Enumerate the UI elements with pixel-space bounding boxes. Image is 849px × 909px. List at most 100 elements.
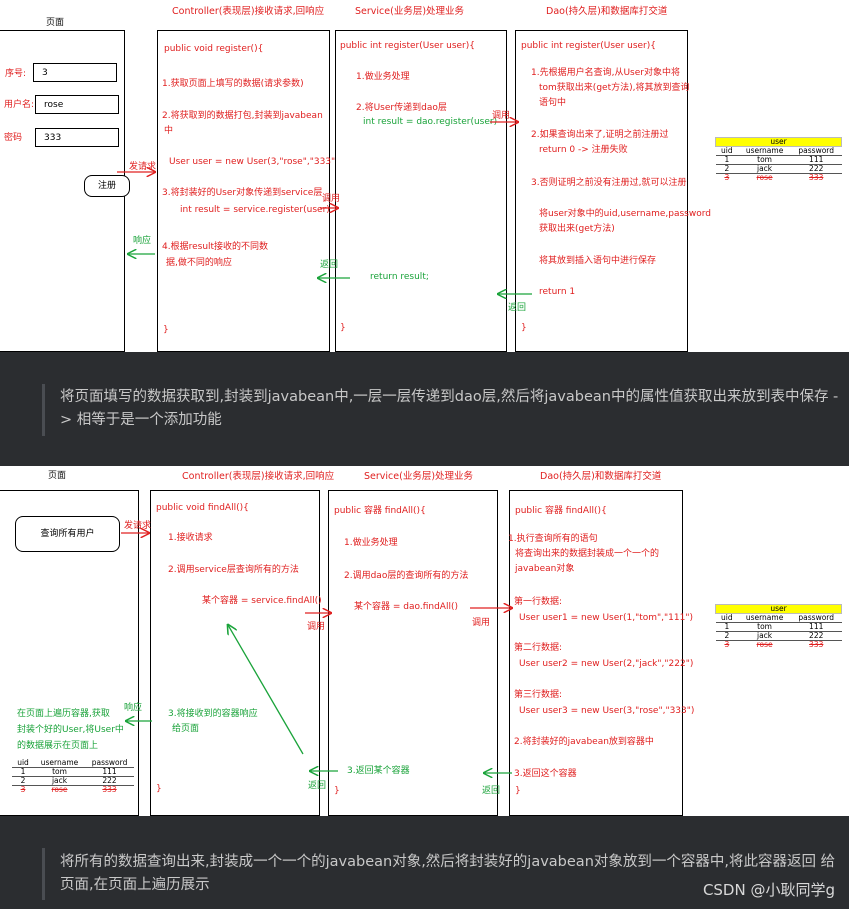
table-header: uid [715, 146, 739, 156]
table-header: password [790, 146, 842, 156]
table-header: username [738, 613, 791, 623]
arrow-label-call-service: 调用 [307, 622, 326, 632]
controller-step3: 3.将接收到的容器响应 [168, 709, 258, 719]
table-cell: 1 [12, 767, 34, 777]
arrow-label-return-service: 返回 [320, 260, 339, 270]
dao-row2-label: 第二行数据: [514, 643, 563, 653]
register-button[interactable]: 注册 [84, 175, 130, 197]
dao-step1-line2: tom获取出来(get方法),将其放到查询 [539, 83, 690, 93]
controller-step1: 1.获取页面上填写的数据(请求参数) [162, 79, 304, 89]
table-header: uid [12, 759, 34, 768]
arrow-label-call-service: 调用 [322, 194, 341, 204]
service-step1: 1.做业务处理 [356, 72, 410, 82]
dao-row3-label: 第三行数据: [514, 690, 563, 700]
table-cell-new: 333 [809, 173, 824, 182]
table-cell-new: 3 [724, 173, 730, 182]
controller-box [157, 30, 330, 352]
table-cell-new: rose [756, 640, 773, 649]
table-cell: tom [738, 155, 791, 165]
header-controller: Controller(表现层)接收请求,回响应 [172, 6, 325, 17]
arrow-label-call-dao: 调用 [472, 618, 491, 628]
controller-signature: public void findAll(){ [156, 503, 249, 513]
service-close: } [340, 323, 346, 333]
service-box [335, 30, 507, 352]
findall-diagram: 页面 Controller(表现层)接收请求,回响应 Service(业务层)处… [0, 466, 849, 816]
service-close: } [334, 786, 340, 796]
controller-step2-cont: 中 [164, 126, 174, 136]
table-cell: 111 [790, 155, 842, 165]
dao-step1-line2: 将查询出来的数据封装成一个一个的 [515, 549, 660, 559]
table-cell-new: rose [756, 173, 773, 182]
table-cell-new: 333 [809, 640, 824, 649]
query-all-users-button[interactable]: 查询所有用户 [15, 516, 120, 552]
dao-row3-code: User user3 = new User(3,"rose","333") [519, 706, 695, 716]
password-label: 密码 [4, 133, 23, 143]
dao-box [509, 490, 683, 816]
dao-return: return 1 [539, 287, 576, 297]
controller-step2: 2.将获取到的数据打包,封装到javabean [162, 111, 323, 121]
header-controller: Controller(表现层)接收请求,回响应 [182, 471, 335, 482]
dao-step5: 将其放到插入语句中进行保存 [539, 256, 657, 266]
table-cell: 222 [790, 631, 842, 641]
dao-signature: public 容器 findAll(){ [515, 506, 607, 516]
id-label: 序号: [5, 69, 27, 79]
password-input[interactable]: 333 [35, 128, 119, 147]
table-cell-new: 3 [724, 640, 730, 649]
page-note-3: 的数据展示在页面上 [17, 741, 99, 751]
dao-close: } [515, 786, 521, 796]
table-header: username [34, 759, 86, 768]
table-cell: 111 [790, 622, 842, 632]
controller-step1: 1.接收请求 [168, 533, 213, 543]
arrow-label-send-request: 发请求 [129, 162, 157, 172]
controller-step4-cont: 据,做不同的响应 [166, 258, 232, 268]
service-return: return result; [370, 272, 429, 282]
dao-step2: 2.将封装好的javabean放到容器中 [514, 737, 654, 747]
id-input[interactable]: 3 [33, 63, 117, 82]
dao-row1-code: User user1 = new User(1,"tom","111") [519, 613, 693, 623]
caption-register: 将页面填写的数据获取到,封装到javabean中,一层一层传递到dao层,然后将… [60, 389, 839, 428]
table-cell: jack [738, 631, 791, 641]
header-service: Service(业务层)处理业务 [364, 471, 474, 482]
arrow-label-return-dao: 返回 [508, 303, 527, 313]
dao-step1: 1.先根据用户名查询,从User对象中将 [531, 68, 680, 78]
table-header: username [738, 146, 791, 156]
table-caption: user [715, 604, 842, 614]
table-cell: 1 [715, 155, 739, 165]
header-service: Service(业务层)处理业务 [355, 6, 465, 17]
quote-bar [42, 848, 45, 900]
controller-code-service: int result = service.register(user) [180, 205, 330, 215]
controller-code-service: 某个容器 = service.findAll() [202, 596, 322, 606]
controller-signature: public void register(){ [164, 44, 264, 54]
table-cell: 1 [715, 622, 739, 632]
username-label: 用户名: [4, 100, 35, 110]
service-box [328, 490, 498, 816]
arrow-label-return-dao: 返回 [482, 786, 501, 796]
table-header: password [85, 759, 134, 768]
dao-row1-label: 第一行数据: [514, 597, 563, 607]
table-cell-new: 333 [102, 785, 117, 794]
table-cell-new: 3 [20, 785, 26, 794]
dao-step1: 1.执行查询所有的语句 [508, 534, 598, 544]
controller-code-newuser: User user = new User(3,"rose","333") [169, 157, 339, 167]
table-cell: tom [34, 767, 86, 777]
table-cell-new: rose [51, 785, 68, 794]
caption-findall: 将所有的数据查询出来,封装成一个一个的javabean对象,然后将封装好的jav… [60, 854, 836, 893]
header-dao: Dao(持久层)和数据库打交道 [546, 6, 668, 17]
controller-close: } [156, 784, 162, 794]
table-header: password [790, 613, 842, 623]
service-step3: 3.返回某个容器 [347, 766, 410, 776]
table-cell: 111 [85, 767, 134, 777]
controller-close: } [163, 325, 169, 335]
arrow-label-respond: 响应 [133, 236, 152, 246]
table-cell: 2 [715, 164, 739, 174]
controller-step4: 4.根据result接收的不同数 [162, 242, 269, 252]
header-page: 页面 [46, 18, 65, 28]
username-input[interactable]: rose [35, 95, 119, 114]
page-note-2: 封装个好的User,将User中 [17, 725, 124, 735]
dao-step4: 将user对象中的uid,username,password [539, 209, 711, 219]
register-diagram: 页面 Controller(表现层)接收请求,回响应 Service(业务层)处… [0, 0, 849, 352]
dao-close: } [521, 323, 527, 333]
